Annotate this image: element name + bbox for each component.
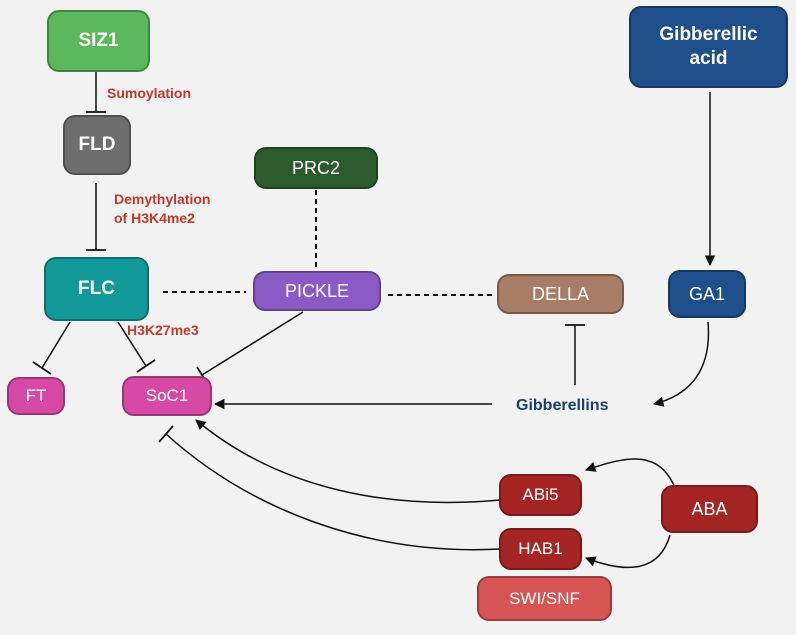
label-sumoylation: Sumoylation (107, 84, 191, 103)
node-prc2: PRC2 (254, 147, 378, 189)
node-flc: FLC (44, 257, 149, 321)
edge-aba-to-hab1 (585, 534, 671, 569)
label-demethylation-line2: of H3K4me2 (114, 209, 195, 226)
node-fld: FLD (63, 115, 131, 175)
node-hab1: HAB1 (499, 528, 582, 570)
label-sumoylation-text: Sumoylation (107, 85, 192, 101)
label-demethylation-line1: Demythylation (114, 191, 211, 207)
node-fld-label: FLD (78, 134, 116, 156)
edge-ga1-to-gibberellins (652, 321, 710, 407)
edge-flc-inhibits-soc1 (117, 321, 156, 373)
node-gibberellic-acid-line1: Gibberellic (659, 24, 758, 46)
label-h3k27me3: H3K27me3 (127, 321, 199, 340)
edge-aba-to-abi5 (585, 458, 677, 491)
edge-fld-inhibits-flc (86, 183, 106, 251)
node-prc2-label: PRC2 (291, 157, 340, 178)
node-abi5-label: ABi5 (522, 485, 559, 505)
node-gibberellic-acid-line2: acid (689, 48, 728, 69)
node-flc-label: FLC (78, 278, 115, 300)
node-della: DELLA (497, 274, 624, 314)
node-soc1-label: SoC1 (145, 386, 189, 406)
edge-gibberellins-inhibits-della (565, 324, 585, 385)
node-aba-label: ABA (691, 498, 728, 519)
label-gibberellins: Gibberellins (516, 395, 608, 417)
node-soc1: SoC1 (122, 376, 212, 416)
node-ga1: GA1 (668, 270, 746, 318)
edge-flc-inhibits-ft (32, 321, 71, 375)
node-ft-label: FT (25, 386, 47, 406)
node-aba: ABA (661, 485, 758, 533)
node-swi-snf-label: SWI/SNF (509, 588, 580, 608)
node-pickle: PICKLE (253, 271, 381, 311)
label-demethylation: Demythylation of H3K4me2 (114, 190, 210, 228)
node-siz1: SIZ1 (47, 10, 150, 72)
node-hab1-label: HAB1 (518, 539, 563, 559)
node-ga1-label: GA1 (688, 283, 726, 304)
edge-abi5-to-soc1 (195, 419, 501, 504)
node-ft: FT (7, 377, 65, 415)
edge-hab1-inhibits-soc1 (158, 425, 501, 551)
node-swi-snf: SWI/SNF (477, 576, 612, 621)
node-pickle-label: PICKLE (284, 280, 350, 301)
node-abi5: ABi5 (499, 474, 582, 516)
edge-pickle-inhibits-soc1 (196, 311, 304, 384)
label-h3k27me3-text: H3K27me3 (127, 322, 199, 338)
edge-siz1-inhibits-fld (86, 72, 106, 113)
node-gibberellic-acid: Gibberellic acid (629, 6, 788, 88)
node-della-label: DELLA (531, 283, 590, 304)
label-gibberellins-text: Gibberellins (516, 397, 609, 414)
node-siz1-label: SIZ1 (78, 30, 119, 52)
